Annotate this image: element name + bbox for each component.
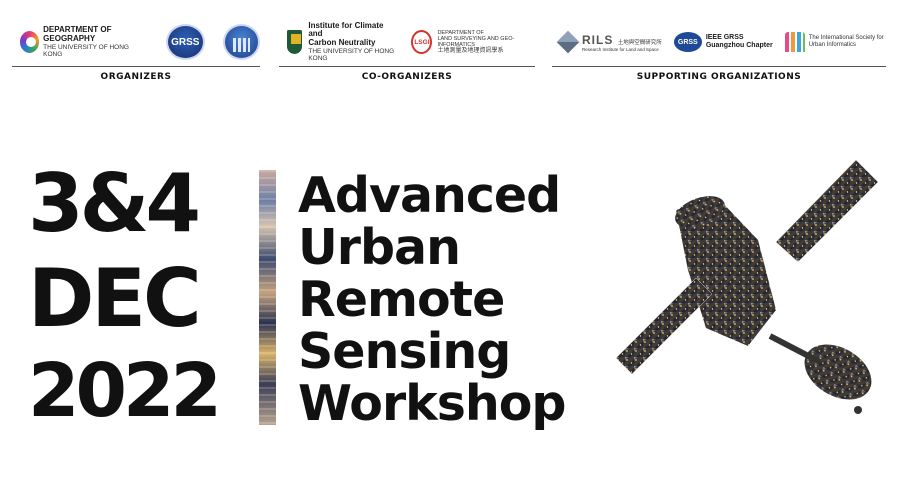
- supporting-logos: RILS 土地與空間研究所 Research Institute for Lan…: [552, 22, 886, 62]
- supporting-caption: SUPPORTING ORGANIZATIONS: [636, 72, 802, 82]
- supporting-group: RILS 土地與空間研究所 Research Institute for Lan…: [552, 0, 886, 90]
- title-line-5: Workshop: [298, 375, 567, 432]
- isui-logo-icon: [784, 32, 805, 52]
- hku-geography-logo: DEPARTMENT OF GEOGRAPHY THE UNIVERSITY O…: [20, 25, 150, 58]
- grss-small-logo: GRSS: [673, 32, 702, 52]
- isui-line-1: The International Society for: [808, 35, 884, 42]
- rils-word: RILS: [582, 32, 614, 47]
- grss-gz-line-1: IEEE GRSS: [705, 34, 744, 42]
- organizers-group: DEPARTMENT OF GEOGRAPHY THE UNIVERSITY O…: [12, 0, 261, 90]
- rils-en: Research Institute for Land and Space: [582, 47, 659, 53]
- co-organizers-caption: CO-ORGANIZERS: [361, 72, 453, 82]
- photo-strip-divider: [259, 170, 276, 425]
- co-organizers-group: Institute for Climate and Carbon Neutral…: [279, 0, 535, 90]
- supporting-divider: [552, 66, 886, 67]
- satellite-top-module: [675, 196, 725, 228]
- title-line-3: Remote: [298, 271, 505, 328]
- grss-gz-line-2: Guangzhou Chapter: [705, 42, 773, 49]
- icc-sub: THE UNIVERSITY OF HONG KONG: [308, 48, 395, 63]
- co-organizers-divider: [279, 66, 535, 67]
- hku-geography-sub: THE UNIVERSITY OF HONG KONG: [43, 43, 129, 58]
- lsgi-line-2: LAND SURVEYING AND GEO-INFORMATICS: [437, 35, 515, 48]
- title-line-2: Urban: [298, 219, 461, 276]
- lsgi-line-1: DEPARTMENT OF: [437, 29, 484, 36]
- workshop-title: Advanced Urban Remote Sensing Workshop: [298, 167, 567, 432]
- organizers-divider: [12, 66, 260, 67]
- hku-geography-name: DEPARTMENT OF GEOGRAPHY: [43, 25, 112, 43]
- title-line-4: Sensing: [298, 323, 511, 380]
- urban-city-logo-icon: [222, 24, 261, 60]
- date-month: DEC: [28, 252, 202, 345]
- satellite-dish: [804, 344, 872, 400]
- lsgi-logo-icon: LSGI: [411, 30, 433, 54]
- rils-cn: 土地與空間研究所: [617, 39, 662, 46]
- organizers-logos: DEPARTMENT OF GEOGRAPHY THE UNIVERSITY O…: [12, 22, 261, 62]
- organizers-caption: ORGANIZERS: [100, 72, 172, 82]
- satellite-icon: [615, 159, 879, 414]
- satellite-antenna-tip: [854, 406, 862, 414]
- lsgi-line-3: 土地測量及地理資訊學系: [437, 47, 504, 54]
- rils-cube-icon: [556, 30, 580, 54]
- grss-logo: GRSS: [165, 24, 205, 60]
- satellite-body: [676, 198, 776, 346]
- icc-name-line-2: Carbon Neutrality: [308, 38, 376, 48]
- hku-geography-icon: [20, 31, 40, 53]
- date-days: 3&4: [28, 157, 201, 250]
- satellite-lower-wing: [615, 277, 713, 375]
- title-line-1: Advanced: [298, 167, 561, 224]
- hku-crest-icon: [287, 30, 303, 54]
- isui-line-2: Urban Informatics: [808, 42, 857, 48]
- date-year: 2022: [28, 348, 222, 434]
- satellite-upper-wing: [775, 159, 879, 263]
- icc-name-line-1: Institute for Climate and: [308, 20, 384, 39]
- satellite-dish-arm: [768, 333, 822, 365]
- co-organizers-logos: Institute for Climate and Carbon Neutral…: [279, 20, 535, 63]
